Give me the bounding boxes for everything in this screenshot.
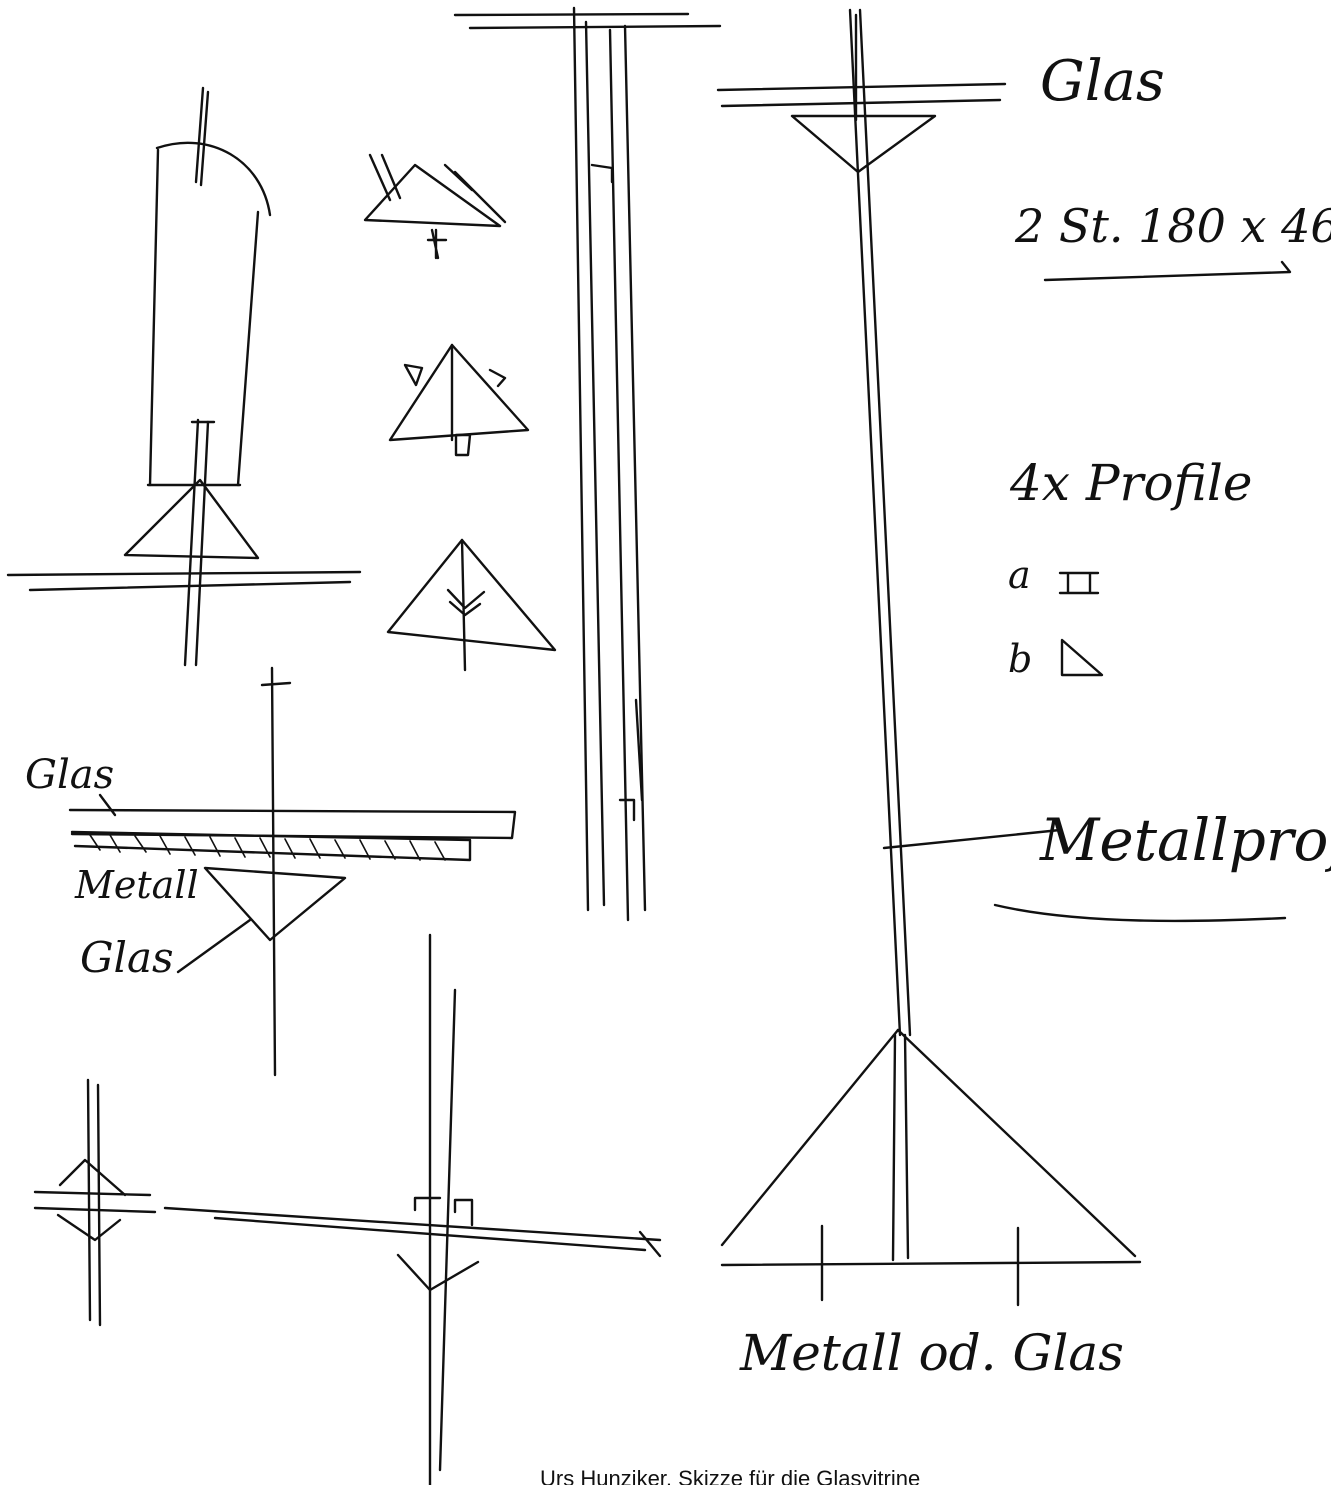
note-profiles: 4x Profile xyxy=(1009,454,1252,512)
column-elevation-sketch xyxy=(6,86,362,667)
long-glass-pane-elevation xyxy=(716,8,1142,1307)
profile-a-icon xyxy=(1058,571,1100,595)
figure-caption: Urs Hunziker, Skizze für die Glasvitrine xyxy=(540,1466,921,1485)
profile-study-1 xyxy=(363,153,507,260)
profile-b-icon xyxy=(1060,638,1104,677)
note-metal-or-glass: Metall od. Glas xyxy=(739,1324,1124,1382)
label-metall: Metall xyxy=(74,863,199,907)
underline-metal-profile xyxy=(993,903,1287,923)
note-dimensions: 2 St. 180 x 46 cm xyxy=(1014,199,1331,253)
note-metal-profile: Metallprofil xyxy=(1039,806,1331,874)
label-glas-upper: Glas xyxy=(25,752,114,798)
glass-metal-section-detail xyxy=(68,666,517,1077)
profile-study-2 xyxy=(388,343,530,457)
label-glas-lower: Glas xyxy=(80,933,174,982)
tall-post-elevation xyxy=(453,6,722,922)
profile-a-label: a xyxy=(1008,553,1031,597)
bottom-joint-sketch xyxy=(33,933,662,1485)
profile-study-3 xyxy=(386,538,557,672)
profile-b-label: b xyxy=(1008,637,1032,681)
note-glas-title: Glas xyxy=(1040,49,1165,114)
underline-dimensions xyxy=(1043,260,1292,282)
